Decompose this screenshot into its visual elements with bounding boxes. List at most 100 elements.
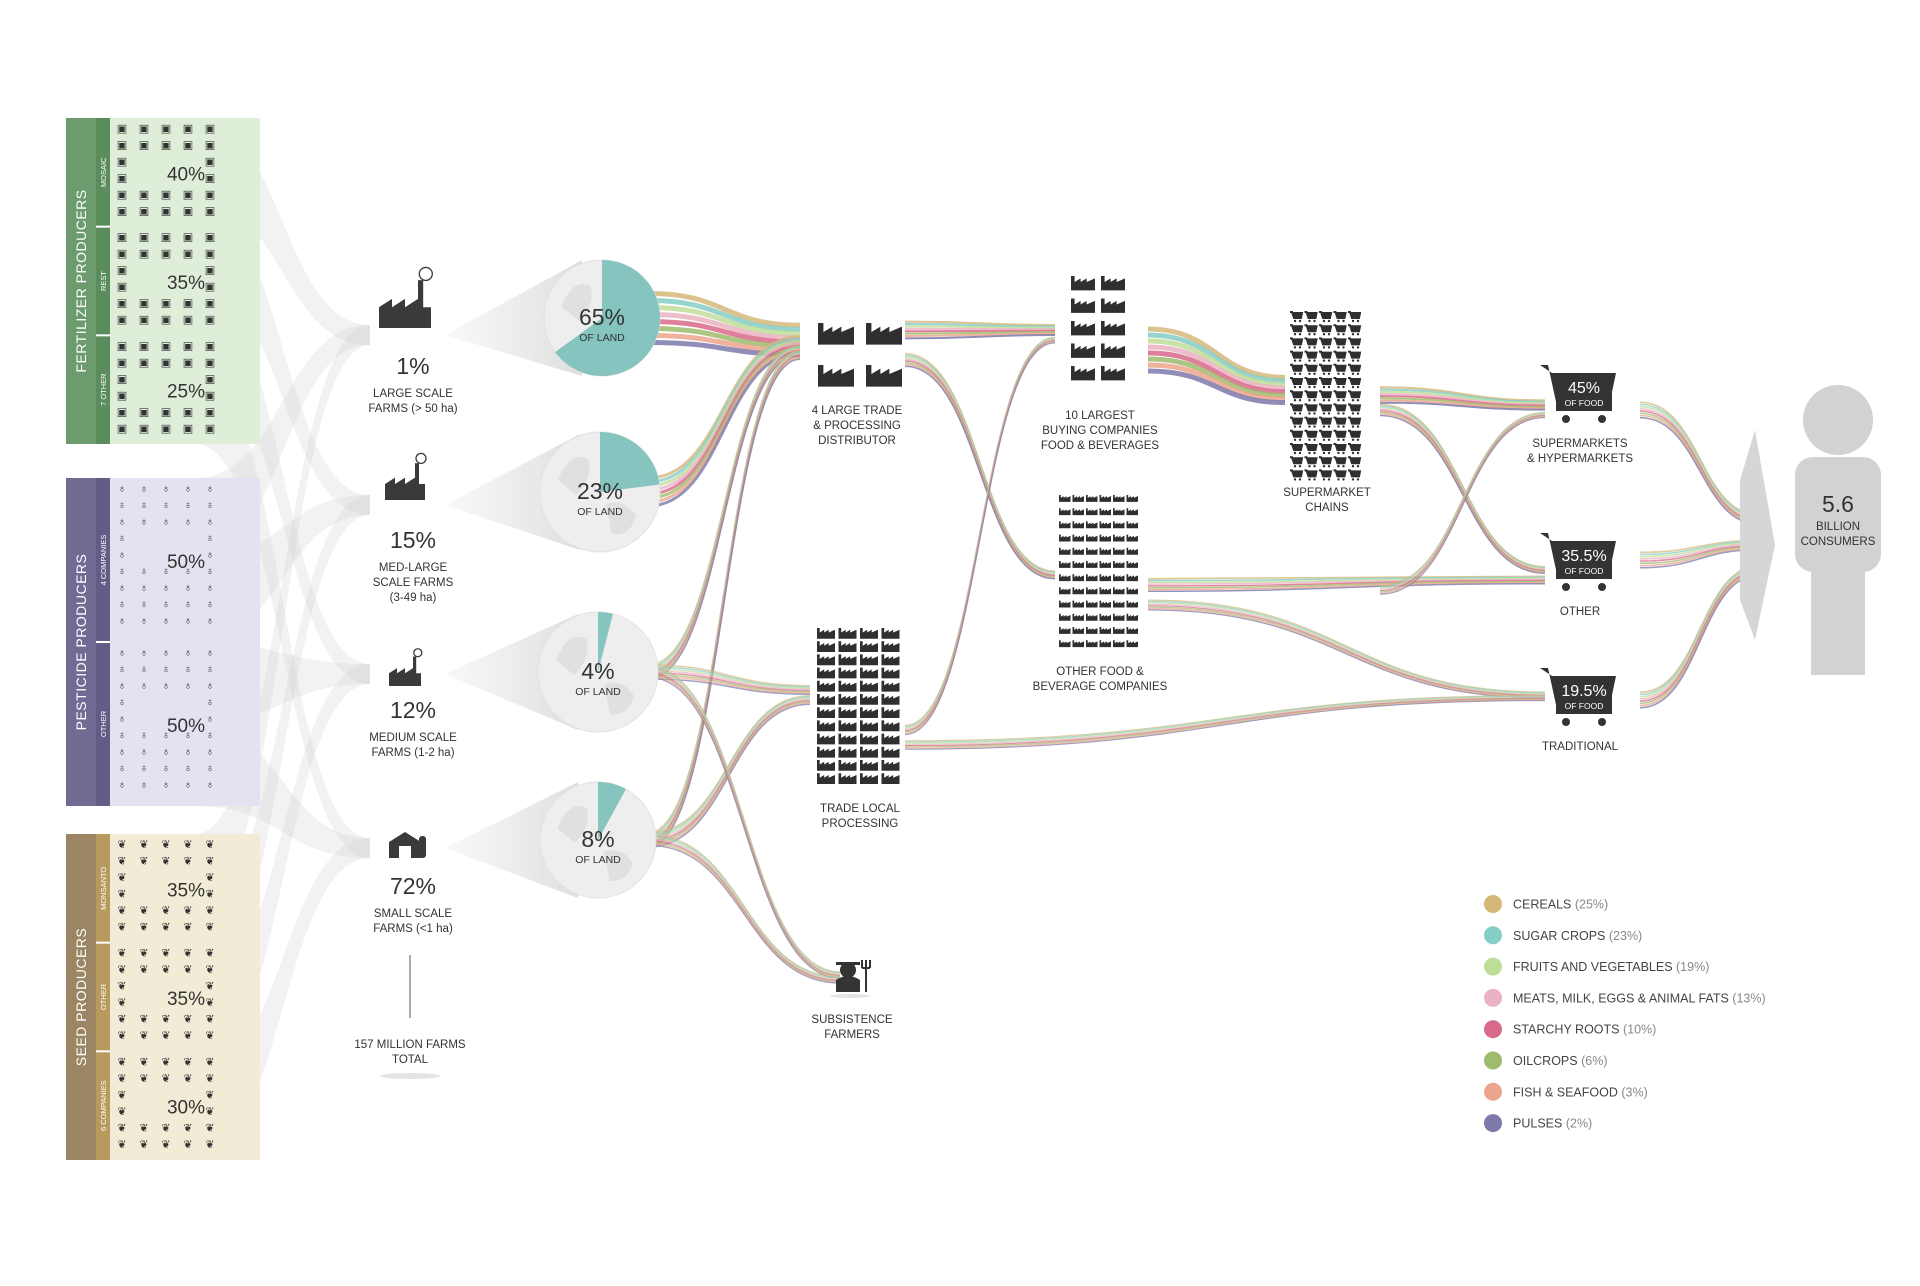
supermarket-to-retail-flow (1379, 395, 1546, 407)
buyer-label: BEVERAGE COMPANIES (1033, 681, 1168, 693)
factory-glyph (881, 641, 900, 652)
cart-glyph (1290, 416, 1304, 425)
fertilizer-bag-icon: ▣ (161, 232, 171, 244)
cart-glyph (1348, 350, 1362, 359)
factory-glyph (860, 641, 878, 652)
factory-glyph (817, 733, 835, 745)
seed-icon: ❦ (117, 1139, 126, 1151)
cart-body (1556, 373, 1612, 411)
supermarket-to-retail-flow (1379, 414, 1546, 575)
factory-glyph (1126, 574, 1138, 582)
factory-glyph (1126, 600, 1138, 608)
pesticide-flask-icon: ♁ (162, 763, 170, 775)
land-to-subsistence-flow (647, 841, 841, 982)
local-to-traditional-flow (904, 697, 1546, 747)
farmer-hat (836, 962, 860, 965)
cart-wheel (1308, 359, 1311, 362)
seed-icon: ❦ (183, 856, 192, 868)
fertilizer-bag-icon: ▣ (183, 406, 193, 418)
fertilizer-bag-icon: ▣ (205, 248, 215, 260)
cart-glyph (1290, 324, 1304, 333)
pesticide-flask-icon: ♁ (140, 680, 148, 692)
cart-wheel (1322, 385, 1326, 389)
factory-glyph (881, 654, 900, 666)
producer-band (66, 478, 96, 806)
pesticide-flask-icon: ♁ (206, 730, 214, 742)
cart-glyph (1290, 350, 1304, 359)
factory-glyph (1126, 508, 1138, 516)
segment-percent: 40% (167, 164, 205, 185)
trader-label: FARMERS (824, 1029, 880, 1041)
factory-glyph (1059, 627, 1071, 634)
factory-glyph (1099, 640, 1111, 648)
cart-wheel (1298, 451, 1302, 455)
cart-wheel (1308, 478, 1311, 481)
fertilizer-bag-icon: ▣ (117, 265, 127, 277)
cart-glyph (1348, 416, 1362, 425)
fertilizer-bag-icon: ▣ (205, 173, 215, 185)
farm-percent: 72% (390, 873, 436, 899)
legend-name: FISH & SEAFOOD (1513, 1085, 1618, 1099)
seed-icon: ❦ (139, 948, 148, 960)
cart-wheel (1322, 399, 1326, 402)
seed-icon: ❦ (183, 948, 192, 960)
cart-wheel (1293, 333, 1297, 336)
producer-to-farm-flow (195, 325, 370, 916)
retail-sub: OF FOOD (1565, 566, 1604, 576)
factory-glyph (818, 323, 854, 345)
cart-wheel (1351, 333, 1355, 336)
cart-glyph (1290, 311, 1304, 319)
seed-icon: ❦ (205, 1056, 214, 1068)
cart-wheel (1293, 399, 1297, 402)
segment-percent: 35% (167, 273, 205, 294)
factory-glyph (1113, 574, 1125, 582)
pesticide-flask-icon: ♁ (162, 516, 170, 528)
factory-glyph (838, 680, 857, 692)
retail-label: OTHER (1560, 606, 1600, 618)
factory-glyph (1059, 508, 1071, 516)
seed-icon: ❦ (205, 981, 214, 993)
cart-glyph (1333, 377, 1347, 385)
cart-wheel (1322, 333, 1326, 336)
farmer-icon (836, 960, 871, 992)
seed-icon: ❦ (161, 1056, 170, 1068)
cart-wheel (1298, 465, 1302, 468)
seed-icon: ❦ (205, 872, 214, 884)
factory-glyph (817, 680, 835, 692)
legend-swatch (1484, 1114, 1502, 1133)
cart-wheel (1313, 372, 1316, 375)
cart-wheel (1313, 346, 1316, 349)
cart-wheel (1356, 333, 1360, 336)
legend-swatch (1484, 1082, 1502, 1101)
farm-label: (3-49 ha) (390, 592, 437, 604)
cart-glyph (1348, 363, 1362, 372)
land-percent: 65% (579, 304, 625, 330)
pesticide-flask-icon: ♁ (206, 566, 214, 578)
factory-glyph (1071, 366, 1095, 381)
pesticide-flask-icon: ♁ (206, 516, 214, 528)
pesticide-flask-icon: ♁ (162, 615, 170, 627)
legend-swatch (1484, 1020, 1502, 1039)
supermarket-to-retail-flow (1379, 390, 1546, 405)
cart-glyph (1319, 311, 1333, 319)
cart-body (1556, 541, 1612, 579)
land-to-local-flow (647, 664, 811, 687)
farm-label: FARMS (<1 ha) (373, 923, 453, 935)
farm-to-land-cone (445, 614, 578, 730)
fertilizer-bag-icon: ▣ (139, 232, 149, 244)
pesticide-flask-icon: ♁ (118, 516, 126, 528)
supermarket-to-retail-flow (1379, 397, 1546, 408)
legend-label: FISH & SEAFOOD (3%) (1513, 1085, 1648, 1099)
legend-item: PULSES (2%) (1484, 1114, 1592, 1133)
factory-glyph (1126, 547, 1138, 555)
legend-name: FRUITS AND VEGETABLES (1513, 960, 1673, 974)
smoke (415, 452, 427, 465)
pesticide-flask-icon: ♁ (184, 763, 192, 775)
factory-glyph (1101, 298, 1125, 313)
continent (603, 850, 633, 881)
pesticide-flask-icon: ♁ (140, 763, 148, 775)
cart-glyph (1319, 337, 1333, 346)
